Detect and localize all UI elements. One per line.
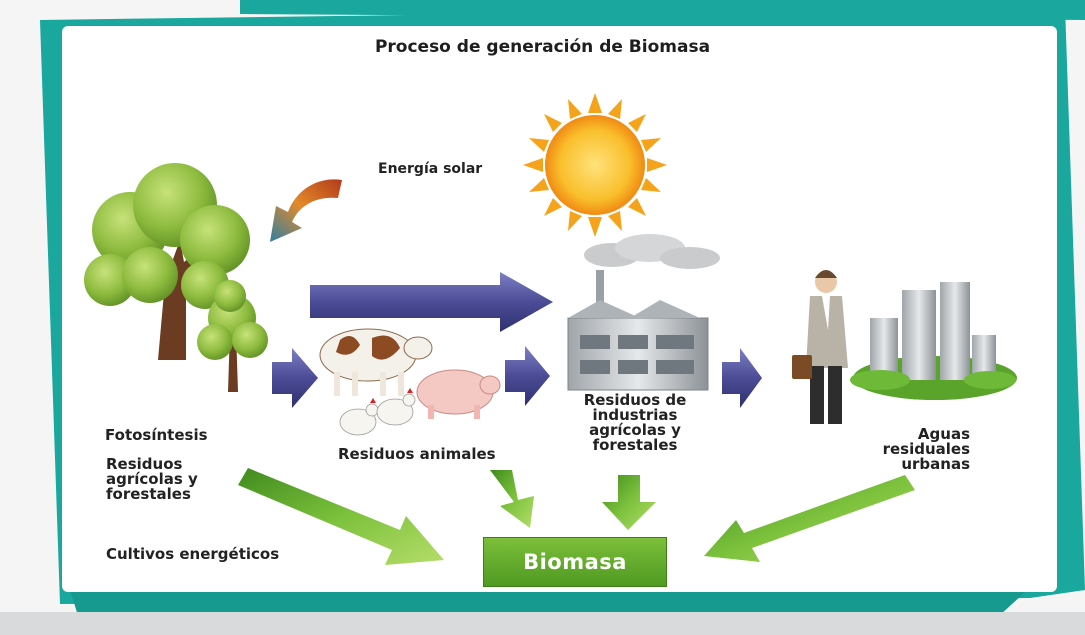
sun-icon	[523, 93, 667, 237]
biomasa-label: Biomasa	[523, 550, 627, 574]
pig-icon	[416, 369, 501, 419]
label-industrias-3: agrícolas y	[589, 421, 681, 439]
green-arrows	[238, 468, 915, 565]
label-cultivos-energeticos: Cultivos energéticos	[106, 545, 280, 563]
label-aguas-3: urbanas	[901, 455, 970, 473]
cow-icon	[319, 328, 433, 396]
label-residuos-agricolas-2: agrícolas y	[106, 470, 198, 488]
biomasa-box: Biomasa	[483, 537, 667, 587]
label-residuos-agricolas-3: forestales	[106, 485, 191, 503]
label-residuos-agricolas-1: Residuos	[106, 455, 183, 473]
label-aguas-2: residuales	[882, 440, 970, 458]
label-industrias-4: forestales	[592, 436, 678, 454]
diagram-title: Proceso de generación de Biomasa	[374, 37, 711, 57]
solar-ray-arrow	[270, 179, 342, 242]
factory-icon	[567, 234, 720, 391]
chicken-icon	[339, 388, 416, 436]
city-icon	[850, 282, 1017, 400]
blue-arrows	[272, 272, 762, 408]
label-aguas-1: Aguas	[917, 425, 970, 443]
label-industrias-2: industrias	[592, 406, 678, 424]
label-industrias-1: Residuos de	[583, 391, 687, 409]
label-fotosintesis: Fotosíntesis	[105, 426, 208, 444]
tree-icon	[84, 163, 268, 392]
label-energia-solar: Energía solar	[378, 161, 483, 177]
businessman-icon	[792, 270, 848, 424]
label-residuos-animales: Residuos animales	[338, 445, 496, 463]
